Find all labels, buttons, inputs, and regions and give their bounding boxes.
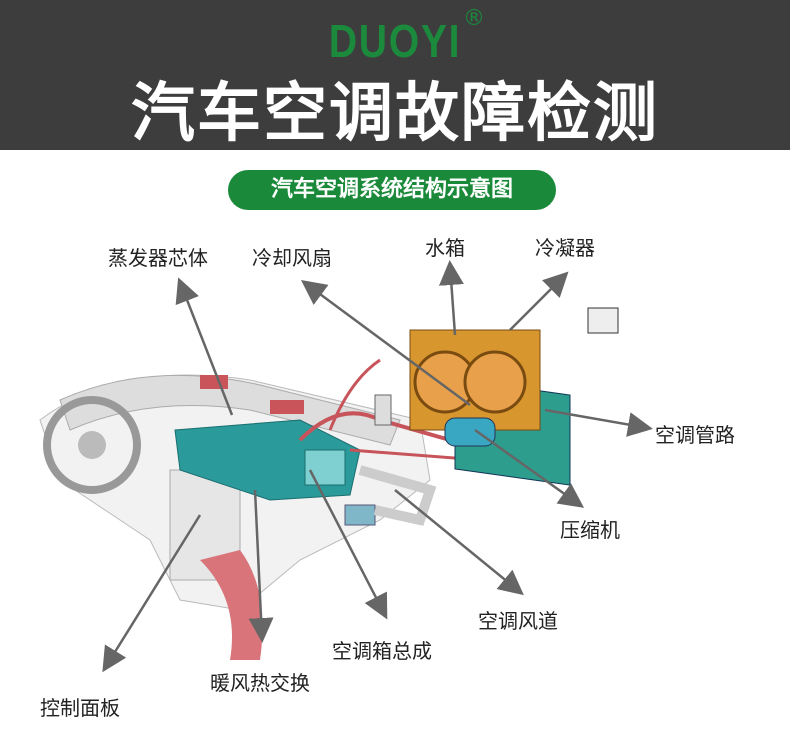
air-duct — [344, 504, 376, 526]
label-evaporator: 蒸发器芯体 — [108, 246, 208, 270]
label-cooling-fan: 冷却风扇 — [252, 246, 332, 270]
label-ac-pipes: 空调管路 — [655, 423, 735, 447]
arrow-heater-core — [248, 489, 274, 643]
arrow-compressor — [474, 428, 585, 508]
floor-red — [200, 550, 263, 660]
header-banner: DUOYI ® 汽车空调故障检测 — [0, 0, 790, 151]
compressor-icon — [444, 417, 496, 447]
arrow-ac-pipes — [544, 408, 653, 437]
arrow-condenser — [509, 271, 569, 331]
label-compressor: 压缩机 — [560, 518, 620, 542]
arrow-control-panel — [102, 514, 202, 673]
steering-wheel-icon — [43, 396, 141, 494]
label-air-duct: 空调风道 — [478, 609, 558, 633]
arrow-air-duct — [394, 489, 524, 596]
receiver-drier — [374, 394, 392, 426]
arrow-radiator — [438, 260, 464, 336]
arrow-evaporator — [175, 277, 234, 416]
label-condenser: 冷凝器 — [535, 236, 595, 260]
label-control-panel: 控制面板 — [40, 696, 120, 720]
reservoir — [587, 307, 619, 334]
page-title: 汽车空调故障检测 — [131, 77, 659, 151]
label-radiator: 水箱 — [425, 236, 465, 260]
arrow-ac-box — [308, 469, 388, 620]
label-heater-core: 暖风热交换 — [210, 671, 310, 695]
label-ac-box: 空调箱总成 — [332, 639, 432, 663]
arrow-cooling-fan — [300, 280, 471, 407]
diagram-subtitle: 汽车空调系统结构示意图 — [228, 170, 556, 210]
vent-red — [200, 375, 228, 389]
brand-logo: DUOYI — [328, 15, 462, 67]
registered-mark: ® — [463, 6, 485, 31]
